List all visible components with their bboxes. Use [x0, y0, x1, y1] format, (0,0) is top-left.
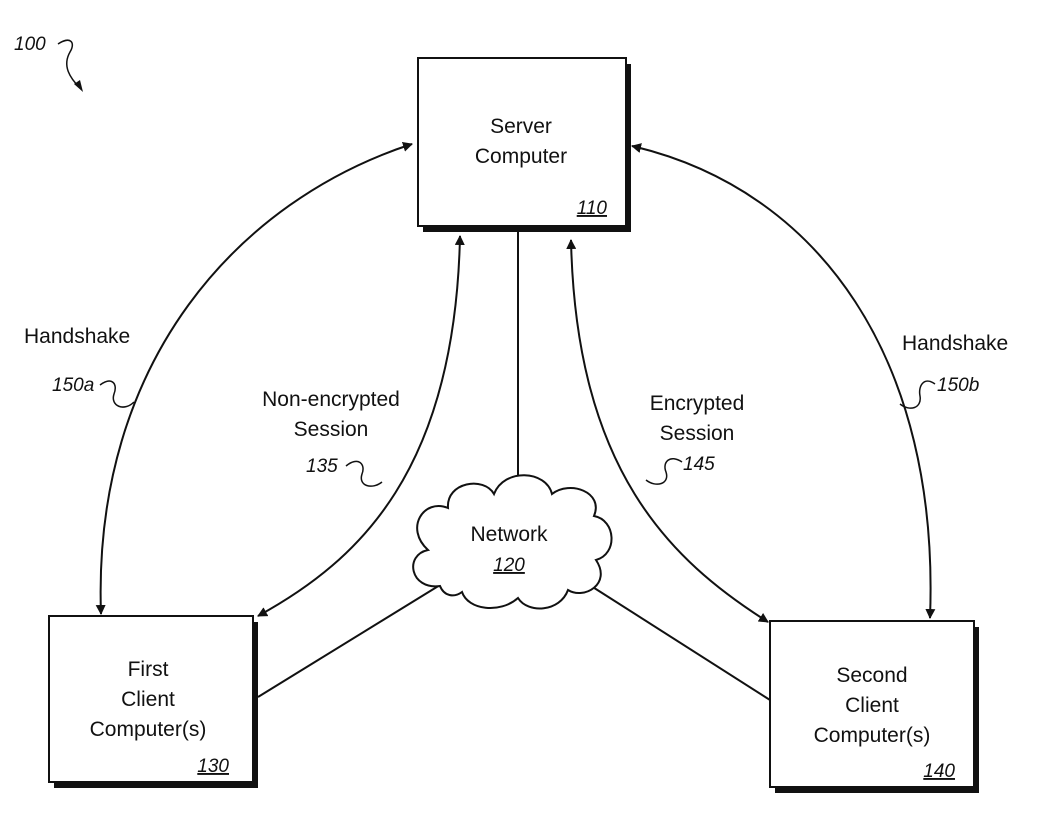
handshake-a-leader [99, 380, 135, 408]
first-client-box [48, 615, 254, 783]
encrypted-session-arrow [566, 239, 769, 623]
network-to-first-client-line [257, 584, 441, 698]
first-client-label-line2: Client [121, 688, 175, 711]
server-label-line1: Server [490, 115, 552, 138]
network-ref: 120 [493, 555, 525, 576]
second-client-ref: 140 [923, 761, 955, 782]
encrypted-label-line2: Session [660, 422, 735, 445]
network-label: Network [470, 523, 548, 546]
first-client-ref: 130 [197, 756, 229, 777]
encrypted-leader [645, 458, 683, 485]
second-client-label-line1: Second [836, 664, 907, 687]
non-encrypted-session-arrow [257, 235, 465, 617]
encrypted-label-line1: Encrypted [650, 392, 745, 415]
handshake-a-arrow [95, 142, 413, 615]
server-ref: 110 [577, 198, 608, 219]
server-box [417, 57, 627, 227]
first-client-label-line1: First [128, 658, 169, 681]
non-encrypted-label-line2: Session [294, 418, 369, 441]
handshake-b-arrow [631, 143, 936, 619]
second-client-label-line2: Client [845, 694, 899, 717]
handshake-b-leader [899, 380, 936, 409]
handshake-b-label: Handshake [902, 332, 1008, 355]
server-label-line2: Computer [475, 145, 567, 168]
non-encrypted-label-line1: Non-encrypted [262, 388, 400, 411]
second-client-label-line3: Computer(s) [814, 724, 931, 747]
encrypted-ref: 145 [683, 454, 715, 475]
handshake-a-ref: 150a [52, 375, 94, 396]
figure-ref-leader [57, 39, 81, 89]
handshake-b-ref: 150b [937, 375, 979, 396]
network-to-second-client-line [587, 583, 771, 701]
figure-ref-arrowhead [74, 80, 83, 92]
non-encrypted-leader [345, 460, 383, 487]
second-client-box [769, 620, 975, 788]
non-encrypted-ref: 135 [306, 456, 338, 477]
figure-ref-label: 100 [14, 34, 46, 55]
first-client-label-line3: Computer(s) [90, 718, 207, 741]
handshake-a-label: Handshake [24, 325, 130, 348]
